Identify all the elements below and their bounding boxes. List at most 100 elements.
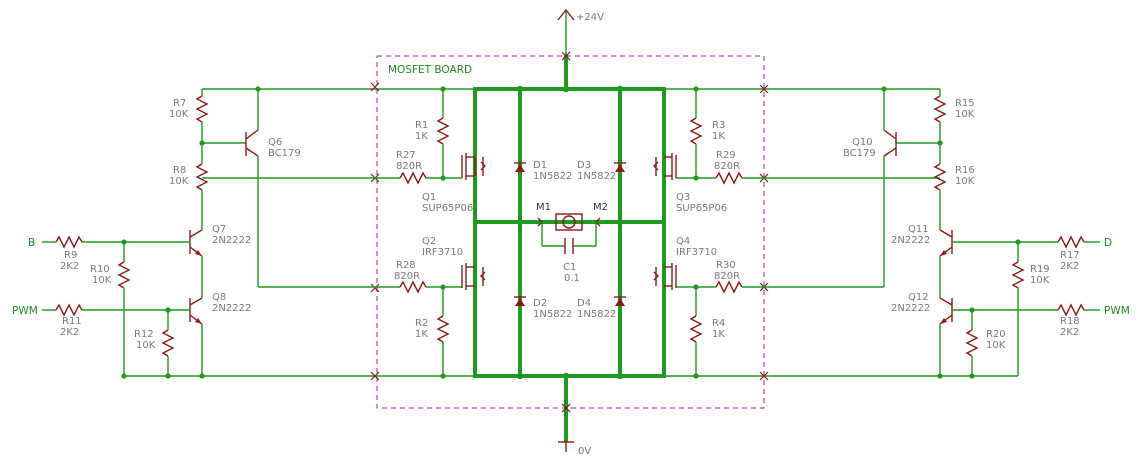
- transistor-q11: [939, 229, 953, 257]
- right-mosfets: [653, 86, 940, 379]
- ground-label: 0V: [578, 446, 591, 457]
- label-q11-val: 2N2222: [891, 235, 930, 246]
- mosfet-q2: [461, 263, 486, 290]
- label-d4-ref: D4: [577, 298, 591, 309]
- input-labels: B PWM D PWM: [12, 237, 1130, 317]
- resistor-r29: [715, 171, 743, 185]
- capacitor-c1: [541, 222, 597, 254]
- label-r17-val: 2K2: [1060, 261, 1079, 272]
- mosfet-q1: [461, 153, 486, 180]
- component-labels: R7 10K R8 10K Q6 BC179 Q7 2N2222 Q8 2N22…: [60, 98, 1080, 351]
- label-r9-val: 2K2: [60, 261, 79, 272]
- label-r8-val: 10K: [169, 176, 189, 187]
- resistor-r16: [933, 163, 947, 191]
- label-r16-val: 10K: [955, 176, 975, 187]
- motor-pin1: M1: [536, 202, 551, 213]
- label-d2-ref: D2: [533, 298, 547, 309]
- label-r20-val: 10K: [986, 340, 1006, 351]
- label-c1-val: 0.1: [564, 273, 580, 284]
- label-d1-val: 1N5822: [533, 171, 572, 182]
- label-r29-ref: R29: [716, 150, 736, 161]
- label-r20-ref: R20: [986, 329, 1006, 340]
- label-r16-ref: R16: [955, 165, 975, 176]
- label-r30-ref: R30: [716, 260, 736, 271]
- diode-d1: [514, 162, 526, 172]
- label-d3-val: 1N5822: [577, 171, 616, 182]
- label-r15-val: 10K: [955, 109, 975, 120]
- label-q8-val: 2N2222: [212, 303, 251, 314]
- label-r28-ref: R28: [396, 260, 416, 271]
- diode-d3: [614, 162, 626, 172]
- label-r17-ref: R17: [1060, 250, 1080, 261]
- label-q11-ref: Q11: [908, 224, 929, 235]
- label-r7-val: 10K: [169, 109, 189, 120]
- resistor-r2: [436, 315, 450, 343]
- resistor-r30: [715, 280, 743, 294]
- diodes: [514, 162, 626, 306]
- label-q12-ref: Q12: [908, 292, 929, 303]
- resistor-r19: [1011, 261, 1025, 289]
- label-r10-val: 10K: [92, 275, 112, 286]
- board-entry-markers: [370, 51, 769, 413]
- right-driver: [881, 86, 1100, 379]
- label-r7-ref: R7: [173, 98, 186, 109]
- label-r11-ref: R11: [62, 316, 82, 327]
- label-r27-ref: R27: [396, 150, 416, 161]
- transistor-q12: [939, 297, 953, 325]
- label-r12-val: 10K: [136, 340, 156, 351]
- input-b-label: B: [28, 237, 35, 249]
- left-driver: [42, 86, 400, 379]
- resistor-r17: [1057, 235, 1085, 249]
- label-r4-val: 1K: [712, 329, 725, 340]
- resistor-r20: [965, 329, 979, 357]
- label-q10-val: BC179: [843, 148, 876, 159]
- input-pwm-left-label: PWM: [12, 305, 38, 317]
- label-q8-ref: Q8: [212, 292, 226, 303]
- resistor-r12: [161, 329, 175, 357]
- label-r3-val: 1K: [712, 131, 725, 142]
- label-d1-ref: D1: [533, 160, 547, 171]
- supply-label: +24V: [576, 12, 604, 23]
- resistor-r27: [399, 171, 427, 185]
- label-r8-ref: R8: [173, 165, 186, 176]
- left-mosfets: [399, 86, 486, 379]
- input-pwm-right-label: PWM: [1104, 305, 1130, 317]
- label-r18-val: 2K2: [1060, 327, 1079, 338]
- transistor-q8: [189, 297, 203, 325]
- board-title: MOSFET BOARD: [388, 64, 472, 76]
- label-q4-ref: Q4: [676, 236, 690, 247]
- label-r27-val: 820R: [396, 161, 422, 172]
- label-r19-ref: R19: [1030, 264, 1050, 275]
- label-q7-ref: Q7: [212, 224, 226, 235]
- label-r2-val: 1K: [415, 329, 428, 340]
- diode-d2: [514, 296, 526, 306]
- resistor-r9: [55, 235, 83, 249]
- label-r29-val: 820R: [714, 161, 740, 172]
- rail-wires: [122, 88, 1018, 377]
- resistor-r3: [689, 117, 703, 145]
- label-q7-val: 2N2222: [212, 235, 251, 246]
- resistor-r28: [399, 280, 427, 294]
- label-r28-val: 820R: [394, 271, 420, 282]
- label-q2-ref: Q2: [422, 236, 436, 247]
- bus-junctions: [516, 85, 624, 380]
- resistor-r10: [117, 261, 131, 289]
- label-r30-val: 820R: [714, 271, 740, 282]
- resistor-r15: [933, 95, 947, 123]
- motor-m1-m2: M1 M2: [536, 202, 608, 231]
- label-d4-val: 1N5822: [577, 309, 616, 320]
- label-r1-ref: R1: [415, 120, 428, 131]
- label-r12-ref: R12: [134, 329, 154, 340]
- motor-pin2: M2: [593, 202, 608, 213]
- resistor-r18: [1057, 303, 1085, 317]
- bridge-buses: [473, 87, 666, 378]
- label-q6-val: BC179: [268, 148, 301, 159]
- label-r3-ref: R3: [712, 120, 725, 131]
- label-q10-ref: Q10: [852, 137, 873, 148]
- label-r2-ref: R2: [415, 318, 428, 329]
- label-d2-val: 1N5822: [533, 309, 572, 320]
- resistor-r1: [436, 117, 450, 145]
- transistor-q7: [189, 229, 203, 257]
- resistor-r11: [55, 303, 83, 317]
